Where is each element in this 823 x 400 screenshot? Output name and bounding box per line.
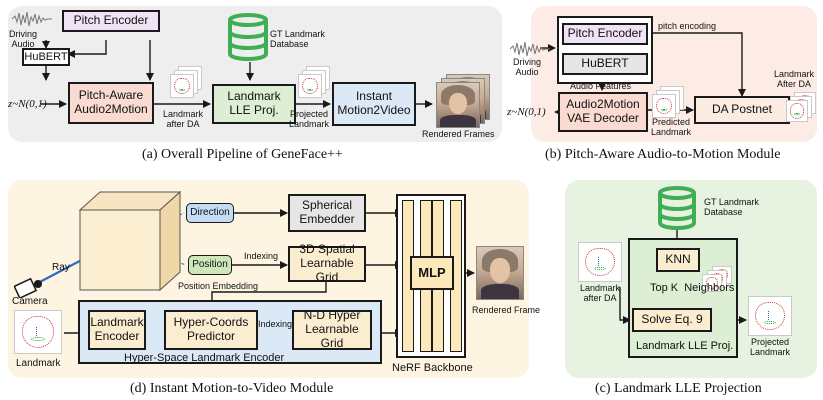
caption-b: (b) Pitch-Aware Audio-to-Motion Module — [545, 147, 781, 162]
predicted-landmark-thumb-1 — [652, 94, 676, 118]
rendered-frame-front — [436, 82, 480, 128]
landmark-after-da-label-c: Landmark after DA — [579, 283, 621, 303]
motion2video-box: Instant Motion2Video — [332, 82, 416, 126]
spatial-grid-box: 3D Spatial Learnable Grid — [288, 242, 366, 284]
caption-a: (a) Overall Pipeline of GeneFace++ — [142, 147, 343, 162]
knn-box: KNN — [656, 248, 700, 272]
lle-proj-group — [628, 238, 738, 358]
indexing-label-2: Indexing — [258, 319, 293, 329]
rendered-frame-d — [476, 246, 524, 300]
neighbor-thumb-1 — [702, 274, 722, 292]
gt-landmark-database-icon — [228, 13, 268, 61]
projected-landmark-label: Projected Landmark — [288, 109, 330, 129]
landmark-after-da-c-thumb — [578, 242, 622, 282]
da-postnet-box: DA Postnet — [694, 96, 790, 124]
rendered-frames-label: Rendered Frames — [422, 129, 495, 139]
hyper-coords-box: Hyper-Coords Predictor — [164, 310, 258, 350]
nerf-backbone-label: NeRF Backbone — [392, 362, 473, 374]
audio-waveform-icon — [12, 11, 52, 27]
hubert-box: HuBERT — [22, 48, 70, 66]
nd-grid-box: N-D Hyper Learnable Grid — [292, 308, 372, 350]
driving-audio-label: Driving Audio — [8, 29, 37, 49]
landmark-after-da-label: Landmark after DA — [162, 109, 204, 129]
projected-landmark-c-thumb — [748, 296, 792, 336]
position-embedding-label: Position Embedding — [178, 281, 259, 291]
landmark-after-da-b-thumb-1 — [786, 100, 808, 122]
audio-features-label: Audio Features — [570, 81, 632, 91]
indexing-label-1: Indexing — [244, 251, 279, 261]
pitch-encoding-label: pitch encoding — [658, 21, 717, 31]
pitch-encoder-box: Pitch Encoder — [62, 10, 160, 32]
caption-c: (c) Landmark LLE Projection — [595, 381, 762, 396]
driving-audio-label-b: Driving Audio — [512, 57, 541, 77]
projected-landmark-thumb-1 — [298, 74, 322, 98]
gt-database-label: GT Landmark Database — [270, 29, 325, 49]
rendered-frame-label-d: Rendered Frame — [472, 305, 541, 315]
landmark-after-da-thumb-1 — [170, 74, 194, 98]
solve-eq-box: Solve Eq. 9 — [632, 308, 712, 332]
lle-proj-label: Landmark LLE Proj. — [636, 340, 734, 352]
gt-database-label-c: GT Landmark Database — [704, 197, 759, 217]
hubert-box-b: HuBERT — [562, 53, 648, 75]
predicted-landmark-label: Predicted Landmark — [650, 117, 692, 137]
volume-cube-icon — [78, 190, 182, 292]
audio2motion-box: Pitch-Aware Audio2Motion — [68, 82, 154, 124]
landmark-input-thumb — [14, 310, 62, 354]
direction-pill: Direction — [186, 203, 234, 223]
projected-landmark-label-c: Projected Landmark — [749, 337, 791, 357]
noise-distribution-label: z~N(0,1) — [8, 98, 47, 110]
spherical-embedder-box: Spherical Embedder — [288, 194, 366, 232]
ray-label: Ray — [52, 262, 70, 273]
position-pill: Position — [188, 255, 232, 275]
mlp-box: MLP — [410, 256, 454, 290]
pitch-encoder-box-b: Pitch Encoder — [562, 23, 648, 45]
caption-d: (d) Instant Motion-to-Video Module — [130, 381, 334, 396]
camera-icon — [14, 277, 42, 298]
gt-landmark-database-icon-c — [658, 186, 696, 230]
landmark-input-label: Landmark — [16, 358, 61, 369]
audio-waveform-icon-b — [510, 41, 550, 57]
landmark-lle-box: Landmark LLE Proj. — [212, 84, 296, 124]
top-k-neighbors-label: Top K Neighbors — [650, 282, 735, 294]
noise-distribution-label-b: z~N(0,1) — [507, 106, 546, 118]
camera-label: Camera — [12, 296, 48, 307]
landmark-after-da-label-b: Landmark After DA — [773, 69, 815, 89]
hyper-space-label: Hyper-Space Landmark Encoder — [124, 352, 285, 364]
vae-decoder-box: Audio2Motion VAE Decoder — [558, 92, 648, 132]
landmark-encoder-box: Landmark Encoder — [88, 310, 146, 350]
